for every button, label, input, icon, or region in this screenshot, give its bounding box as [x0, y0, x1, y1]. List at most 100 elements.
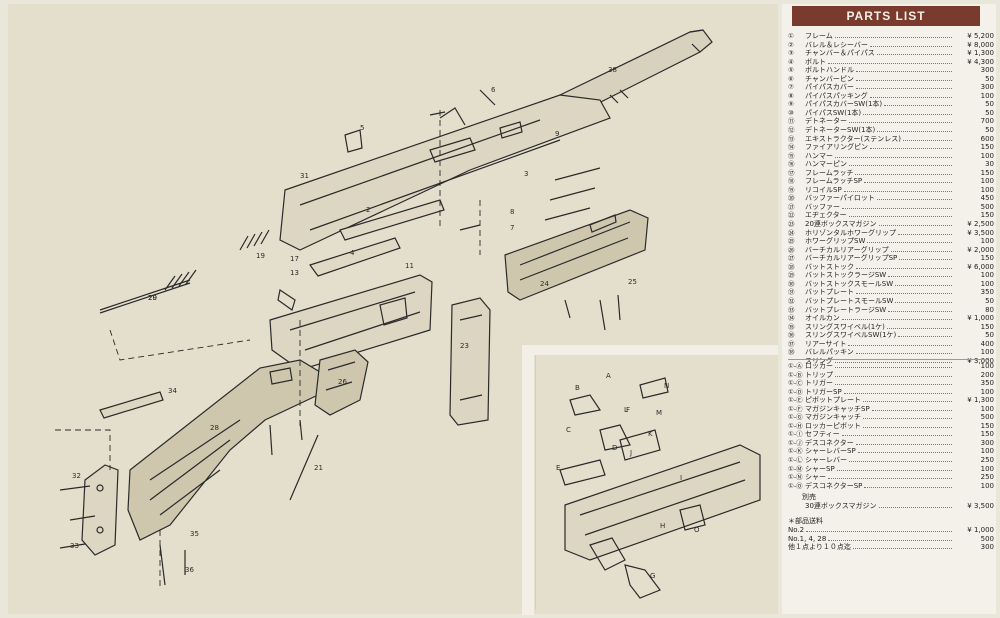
part-name: ハンマー: [805, 151, 833, 160]
part-number: ⑮: [788, 151, 795, 160]
part-price: 100: [980, 279, 994, 288]
part-price: 100: [980, 91, 994, 100]
part-number: ⑩: [788, 108, 794, 117]
diagram-label: 23: [460, 342, 469, 350]
part-price: 150: [980, 143, 994, 152]
diagram-label: 29: [148, 294, 157, 302]
part-price: ¥ 2,000: [967, 245, 994, 254]
fore-grip: [504, 209, 649, 301]
part-price: 250: [980, 473, 994, 482]
diagram-label: 38: [608, 66, 617, 74]
diagram-label: 8: [510, 208, 514, 216]
part-name: ファイアリングピン: [805, 143, 868, 152]
part-number: ⑰: [788, 168, 795, 177]
small-parts: [59, 89, 621, 586]
part-price: 150: [980, 421, 994, 430]
part-name: デトネーターSW(1本): [805, 126, 876, 135]
inset-gap-left: [522, 345, 534, 615]
part-name: エキストラクター(ステンレス): [805, 134, 901, 143]
fee-price: 500: [980, 534, 994, 543]
part-name: フレームラッチSP: [805, 177, 863, 186]
diagram-label: 4: [350, 249, 355, 257]
list-item: ⑱ フレームラッチSP 100: [788, 177, 994, 186]
part-name: パイパスカバー: [805, 83, 854, 92]
part-name: ホワーグリップSW: [805, 237, 866, 246]
part-price: 50: [985, 100, 994, 109]
part-number: ①-Ⓚ: [788, 447, 803, 456]
part-name: ロッカーピボット: [805, 421, 861, 430]
part-number: ①-Ⓑ: [788, 370, 803, 379]
part-name: スリングスワイベルSW(1ケ): [805, 331, 897, 340]
extra-item: 30連ボックスマガジン ¥ 3,500: [788, 502, 994, 511]
part-price: 100: [980, 177, 994, 186]
part-number: ⑱: [788, 177, 795, 186]
part-price: 100: [980, 447, 994, 456]
inset-label: K: [648, 430, 653, 438]
part-number: ㉓: [788, 220, 795, 229]
part-price: 100: [980, 237, 994, 246]
part-price: 500: [980, 202, 994, 211]
part-number: ㉛: [788, 288, 795, 297]
inset-label: A: [606, 372, 611, 380]
part-name: 20連ボックスマガジン: [805, 220, 877, 229]
part-number: ⑲: [788, 185, 795, 194]
part-price: ¥ 4,300: [967, 57, 994, 66]
part-price: 200: [980, 370, 994, 379]
part-number: ⑪: [788, 117, 795, 126]
part-price: 100: [980, 271, 994, 280]
part-price: 150: [980, 430, 994, 439]
part-name: リアーサイト: [805, 339, 847, 348]
diagram-label: 35: [190, 530, 199, 538]
part-number: ㉕: [788, 237, 795, 246]
inset-label: M: [656, 409, 662, 417]
part-price: ¥ 1,300: [967, 396, 994, 405]
part-number: ①-Ⓞ: [788, 481, 803, 490]
part-number: ⑧: [788, 91, 794, 100]
part-name: トリガーSP: [805, 387, 842, 396]
part-name: ロッカー: [805, 362, 833, 370]
part-number: ㊳: [788, 348, 795, 357]
diagram-label: 6: [491, 86, 496, 94]
list-item: 30連ボックスマガジン ¥ 3,500: [788, 502, 994, 511]
part-price: 400: [980, 339, 994, 348]
diagram-label: 26: [338, 378, 347, 386]
part-number: ⑫: [788, 126, 795, 135]
part-name: 30連ボックスマガジン: [805, 502, 877, 510]
part-name: ボルト: [805, 57, 826, 66]
part-number: ㊲: [788, 339, 795, 348]
part-name: チャンバー＆パイパス: [805, 49, 875, 58]
part-name: デスコネクター: [805, 438, 854, 447]
part-price: 50: [985, 296, 994, 305]
part-number: ㉔: [788, 228, 795, 237]
part-price: ¥ 6,000: [967, 262, 994, 271]
exploded-view-drawing: 2 3 4 5 6 7 8 9 11 31 19 20 17 13 28 26 …: [55, 29, 761, 599]
butt-plate: [81, 464, 119, 556]
bolt: [309, 199, 445, 277]
part-number: ①-Ⓝ: [788, 473, 803, 482]
inset-label: O: [694, 526, 700, 534]
inset-gap-top: [522, 345, 778, 355]
part-name: セフティー: [805, 430, 840, 439]
diagram-label: 19: [256, 252, 265, 260]
part-number: ㉚: [788, 279, 795, 288]
part-number: ⑦: [788, 83, 794, 92]
part-name: マガジンキャッチSP: [805, 404, 870, 413]
